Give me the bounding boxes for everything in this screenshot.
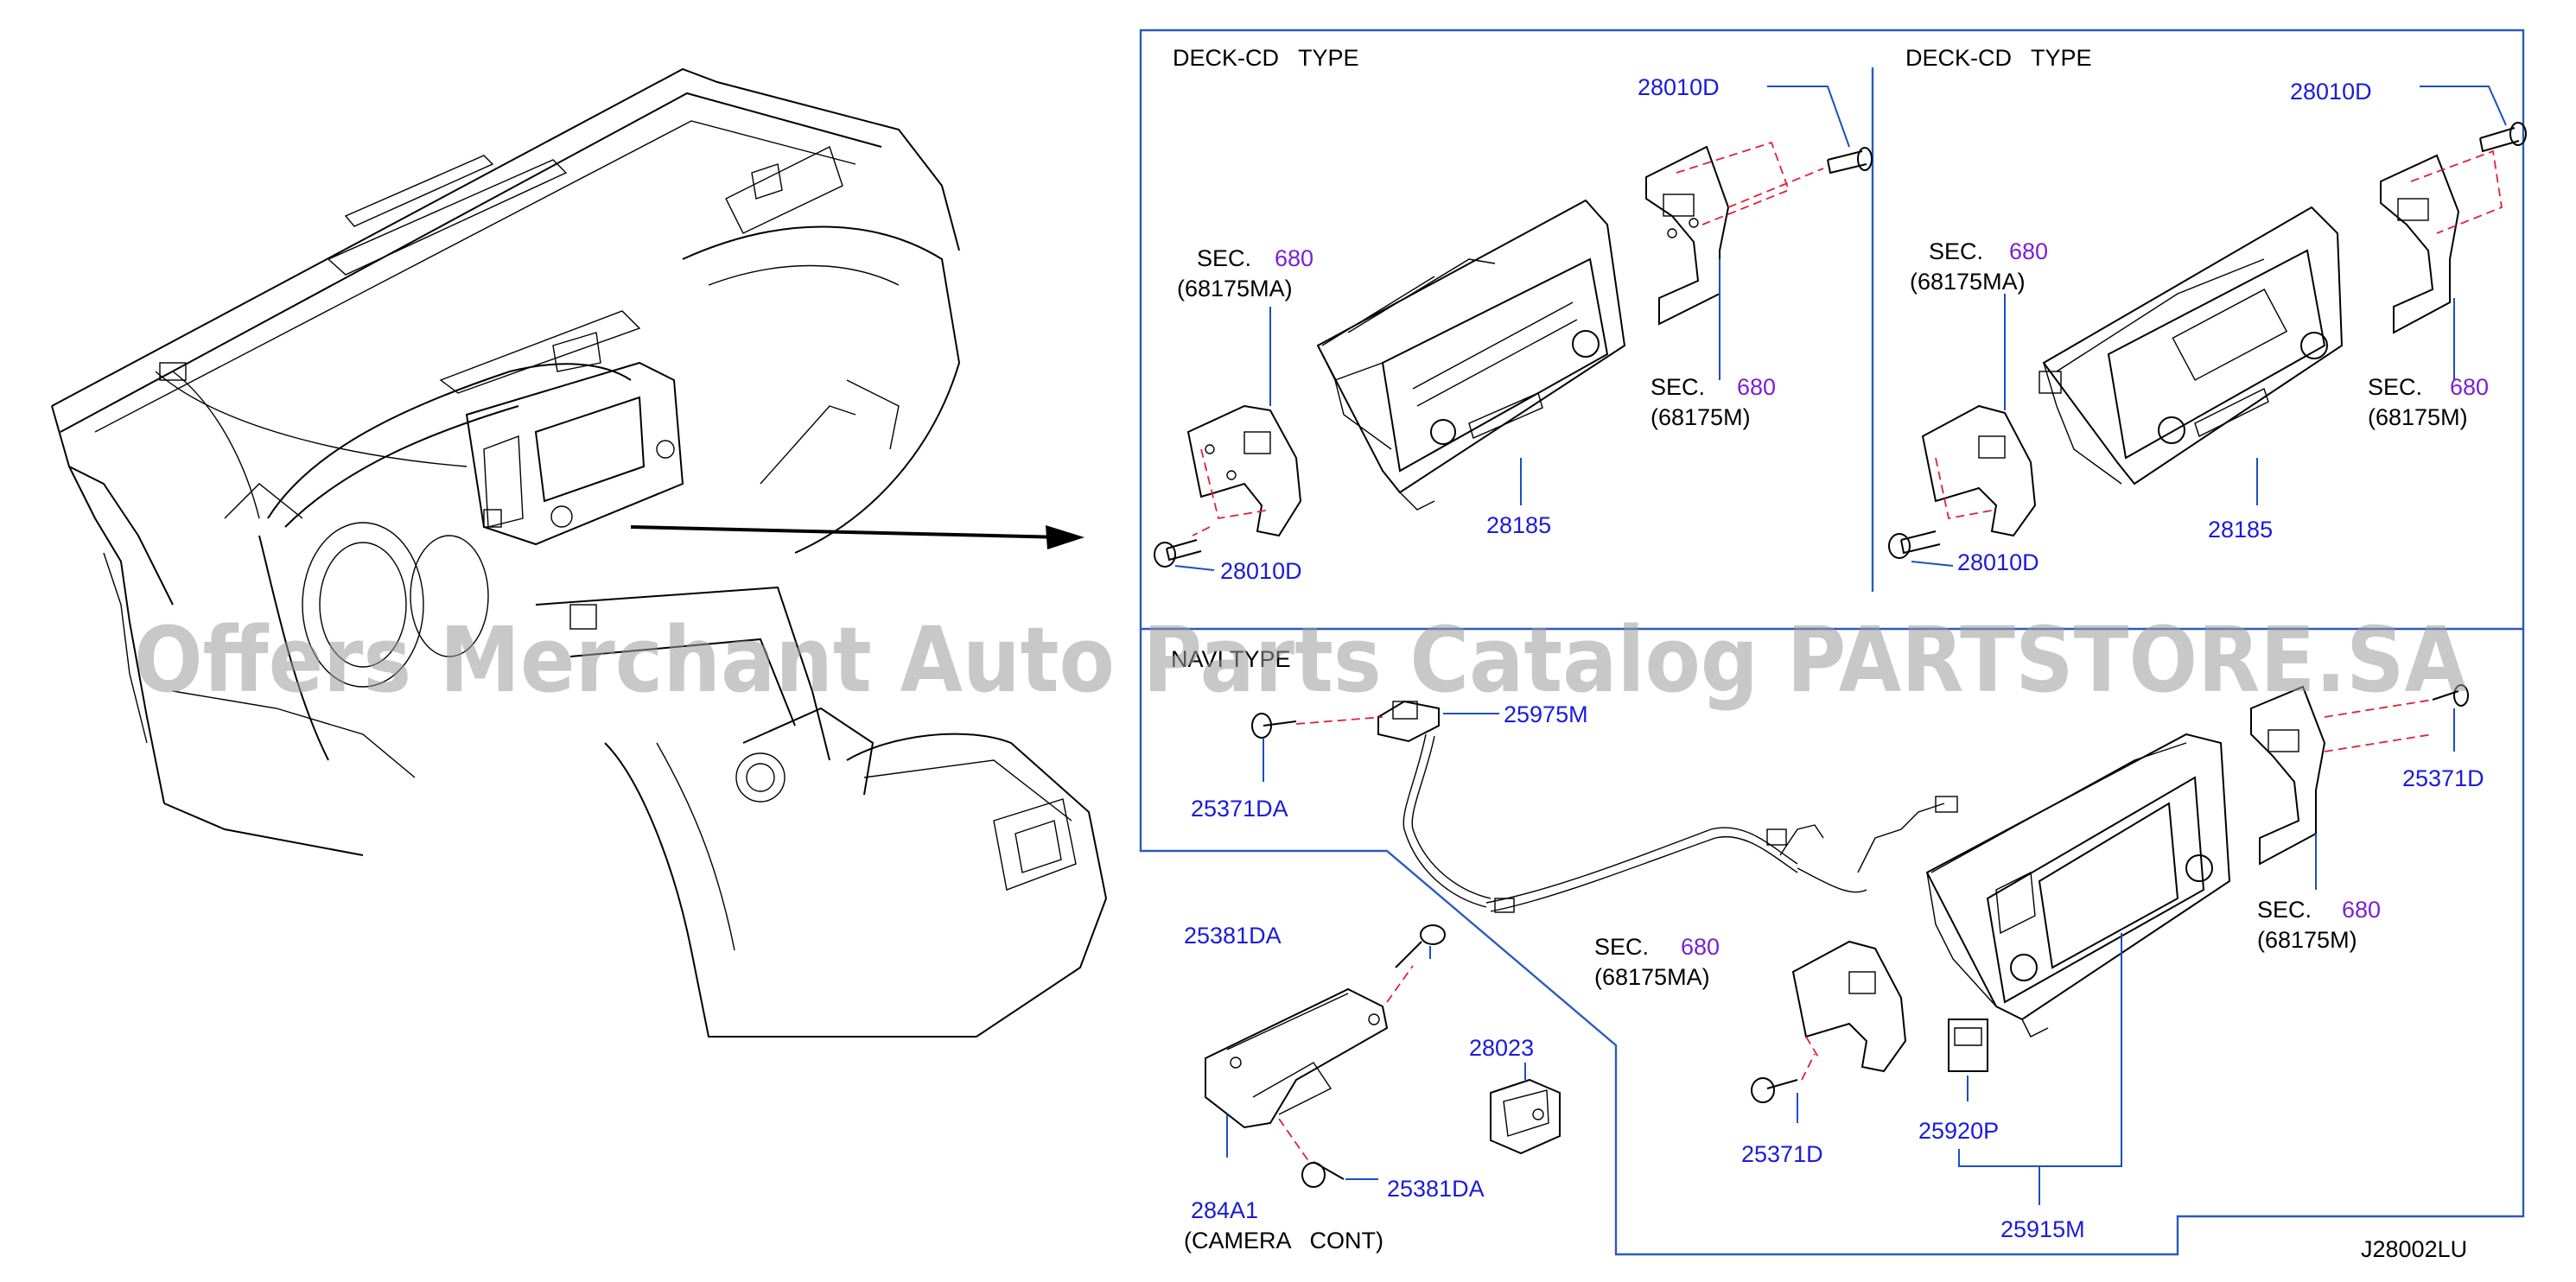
sec-navi-right-number[interactable]: 680 xyxy=(2342,897,2381,923)
sec-right-prefix: SEC. xyxy=(1651,374,1705,400)
deck-cd-right-title: DECK-CD TYPE xyxy=(1905,45,2092,71)
part-25915m[interactable]: 25915M xyxy=(2000,1216,2085,1242)
sec-navi-right-prefix: SEC. xyxy=(2257,897,2312,923)
section-frames xyxy=(1139,29,2525,1256)
dashboard-illustration xyxy=(51,67,1108,1038)
sec-left-sub: (68175MA) xyxy=(1910,269,2026,295)
sec-left-prefix: SEC. xyxy=(1929,238,1983,264)
navi-title: NAVI TYPE xyxy=(1171,646,1291,672)
part-28010d-right-top[interactable]: 28010D xyxy=(2290,79,2372,105)
sec-right-number[interactable]: 680 xyxy=(1737,374,1776,400)
part-28185-right[interactable]: 28185 xyxy=(2208,517,2273,543)
part-25371d-right[interactable]: 25371D xyxy=(2402,765,2484,791)
sec-right-prefix: SEC. xyxy=(2368,374,2422,400)
sec-navi-left-sub: (68175MA) xyxy=(1594,964,1710,990)
part-25381da-bottom[interactable]: 25381DA xyxy=(1387,1176,1485,1202)
callout-arrow xyxy=(630,525,1084,549)
watermark-text: Offers Merchant Auto Parts Catalog PARTS… xyxy=(134,607,2467,713)
part-25371da[interactable]: 25371DA xyxy=(1191,796,1288,822)
labels: DECK-CD TYPE 28010D SEC. 680 (68175MA) S… xyxy=(1171,45,2489,1262)
part-25371d-bottom[interactable]: 25371D xyxy=(1741,1141,1823,1167)
navi-group xyxy=(1205,684,2469,1205)
part-28010d-left-bottom[interactable]: 28010D xyxy=(1220,558,1302,584)
sec-left-number[interactable]: 680 xyxy=(1275,245,1313,271)
sec-navi-right-sub: (68175M) xyxy=(2257,927,2357,953)
sec-right-sub: (68175M) xyxy=(2368,404,2468,430)
sec-left-prefix: SEC. xyxy=(1197,245,1251,271)
part-25975m[interactable]: 25975M xyxy=(1504,701,1588,727)
part-28185-left[interactable]: 28185 xyxy=(1486,512,1551,538)
part-28023[interactable]: 28023 xyxy=(1469,1035,1534,1061)
part-25381da-top[interactable]: 25381DA xyxy=(1184,923,1282,949)
part-284a1[interactable]: 284A1 xyxy=(1191,1197,1258,1223)
part-25920p[interactable]: 25920P xyxy=(1918,1118,1999,1144)
sec-navi-left-prefix: SEC. xyxy=(1594,934,1649,960)
sec-navi-left-number[interactable]: 680 xyxy=(1681,934,1720,960)
deck-cd-right-group xyxy=(1888,86,2527,567)
sec-left-number[interactable]: 680 xyxy=(2009,238,2048,264)
sec-right-sub: (68175M) xyxy=(1651,404,1751,430)
deck-cd-left-title: DECK-CD TYPE xyxy=(1173,45,1359,71)
part-28010d-right-bottom[interactable]: 28010D xyxy=(1957,549,2039,575)
part-28010d-left-top[interactable]: 28010D xyxy=(1638,74,1720,100)
sec-right-number[interactable]: 680 xyxy=(2450,374,2489,400)
drawing-code: J28002LU xyxy=(2361,1236,2467,1262)
camera-unit-name: (CAMERA CONT) xyxy=(1184,1228,1383,1253)
sec-left-sub: (68175MA) xyxy=(1177,276,1293,301)
deck-cd-left-group xyxy=(1154,86,1873,571)
